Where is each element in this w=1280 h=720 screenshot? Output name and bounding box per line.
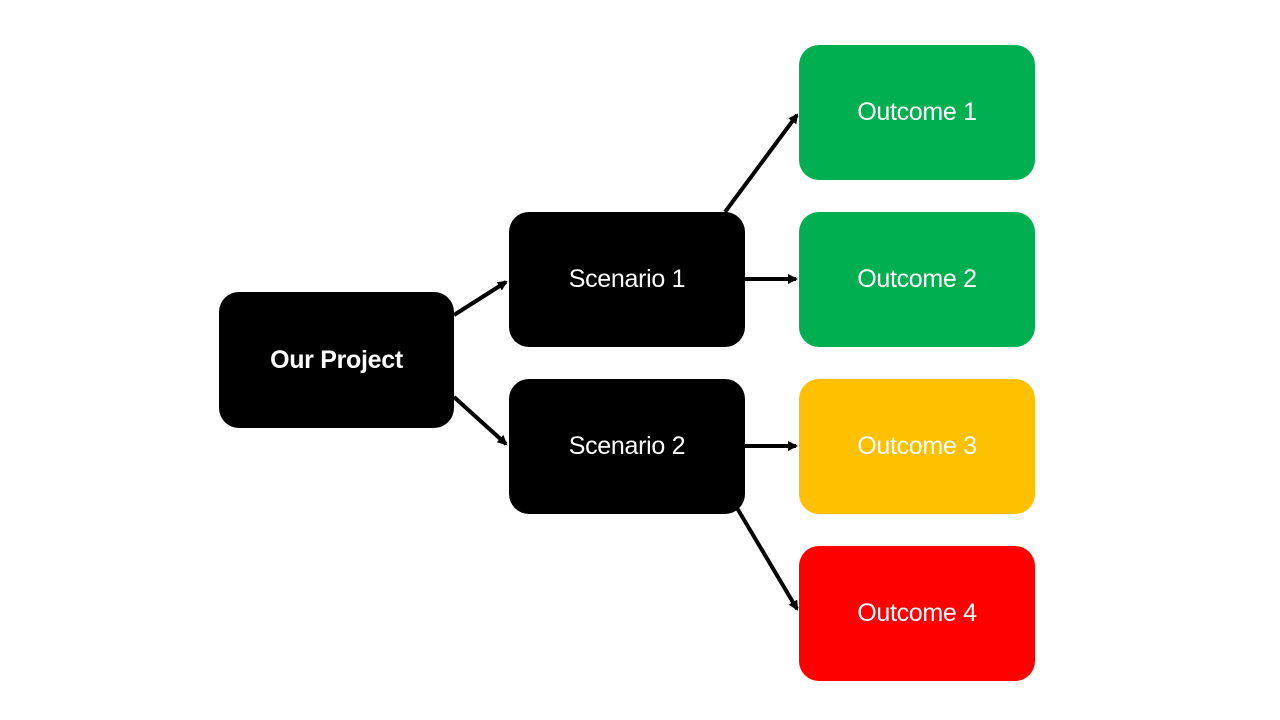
node-outcome-4: Outcome 4 — [799, 546, 1035, 681]
edge-scenario2-outcome4 — [735, 506, 799, 611]
edge-scenario1-outcome1 — [723, 113, 799, 214]
node-scenario-2: Scenario 2 — [509, 379, 745, 514]
node-scenario-1: Scenario 1 — [509, 212, 745, 347]
node-outcome-2: Outcome 2 — [799, 212, 1035, 347]
edge-root-scenario2 — [452, 395, 508, 446]
node-outcome-1: Outcome 1 — [799, 45, 1035, 180]
node-outcome-3: Outcome 3 — [799, 379, 1035, 514]
edge-root-scenario1 — [452, 280, 508, 317]
node-our-project: Our Project — [219, 292, 454, 428]
